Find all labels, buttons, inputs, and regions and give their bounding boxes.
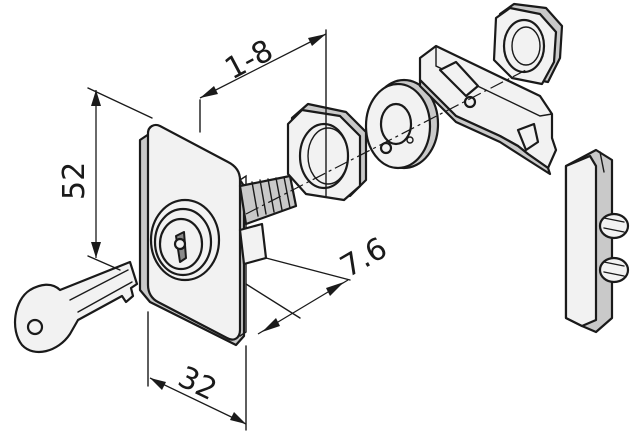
- hex-nut: [286, 102, 368, 202]
- cam-latch: [418, 44, 558, 176]
- dimension-depth-label: 1-8: [219, 33, 279, 87]
- dimension-offset: 7.6: [245, 231, 394, 335]
- washer: [364, 78, 440, 170]
- dimension-height-label: 52: [57, 162, 92, 200]
- key-icon: [14, 260, 139, 354]
- threaded-shaft: [238, 174, 298, 266]
- center-axis: [245, 69, 527, 215]
- lock-housing: [138, 123, 247, 347]
- dimension-height: 52: [57, 87, 153, 271]
- lock-nut: [492, 2, 564, 86]
- dimension-offset-label: 7.6: [335, 231, 394, 285]
- profile-slot-nut: [564, 148, 630, 334]
- dimension-width-label: 32: [172, 360, 222, 408]
